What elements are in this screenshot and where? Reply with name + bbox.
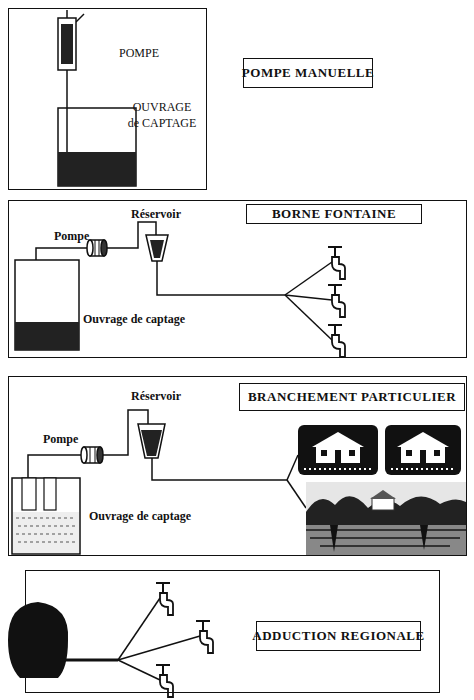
hand-pump: [58, 10, 136, 186]
part-label: Réservoir: [131, 389, 181, 404]
title-box: BRANCHEMENT PARTICULIER: [239, 383, 465, 411]
title-box: ADDUCTION REGIONALE: [256, 621, 421, 651]
regional-network: [8, 583, 213, 697]
box-title: BRANCHEMENT PARTICULIER: [248, 389, 456, 405]
box-title: POMPE MANUELLE: [242, 65, 374, 81]
box-title: ADDUCTION REGIONALE: [252, 628, 424, 644]
panel-frame: Pompe RéservoirOuvrage de captage BORNE FO…: [8, 200, 467, 358]
panel-frame: Pompe RéservoirOuvrage de captage BRANCHEM…: [8, 376, 467, 556]
house-icon: [298, 425, 378, 475]
part-label: Ouvrage de captage: [89, 509, 191, 524]
title-box: BORNE FONTAINE: [246, 204, 422, 224]
part-label: POMPE: [119, 46, 159, 61]
title-box: POMPE MANUELLE: [243, 58, 373, 88]
fountain-network: [15, 222, 345, 357]
part-label: Ouvrage de captage: [83, 312, 185, 327]
village-photo: [306, 482, 466, 555]
private-connection-network: [12, 410, 466, 555]
part-label: Réservoir: [131, 207, 181, 222]
box-title: BORNE FONTAINE: [272, 206, 396, 222]
panel-frame: ADDUCTION REGIONALE: [25, 570, 440, 693]
part-label: Pompe: [54, 229, 89, 244]
part-label: Pompe: [43, 432, 78, 447]
part-label: OUVRAGE de CAPTAGE: [127, 99, 197, 131]
panel-frame: POMPE OUVRAGE de CAPTAGE: [8, 8, 207, 190]
house-icon: [385, 425, 461, 475]
